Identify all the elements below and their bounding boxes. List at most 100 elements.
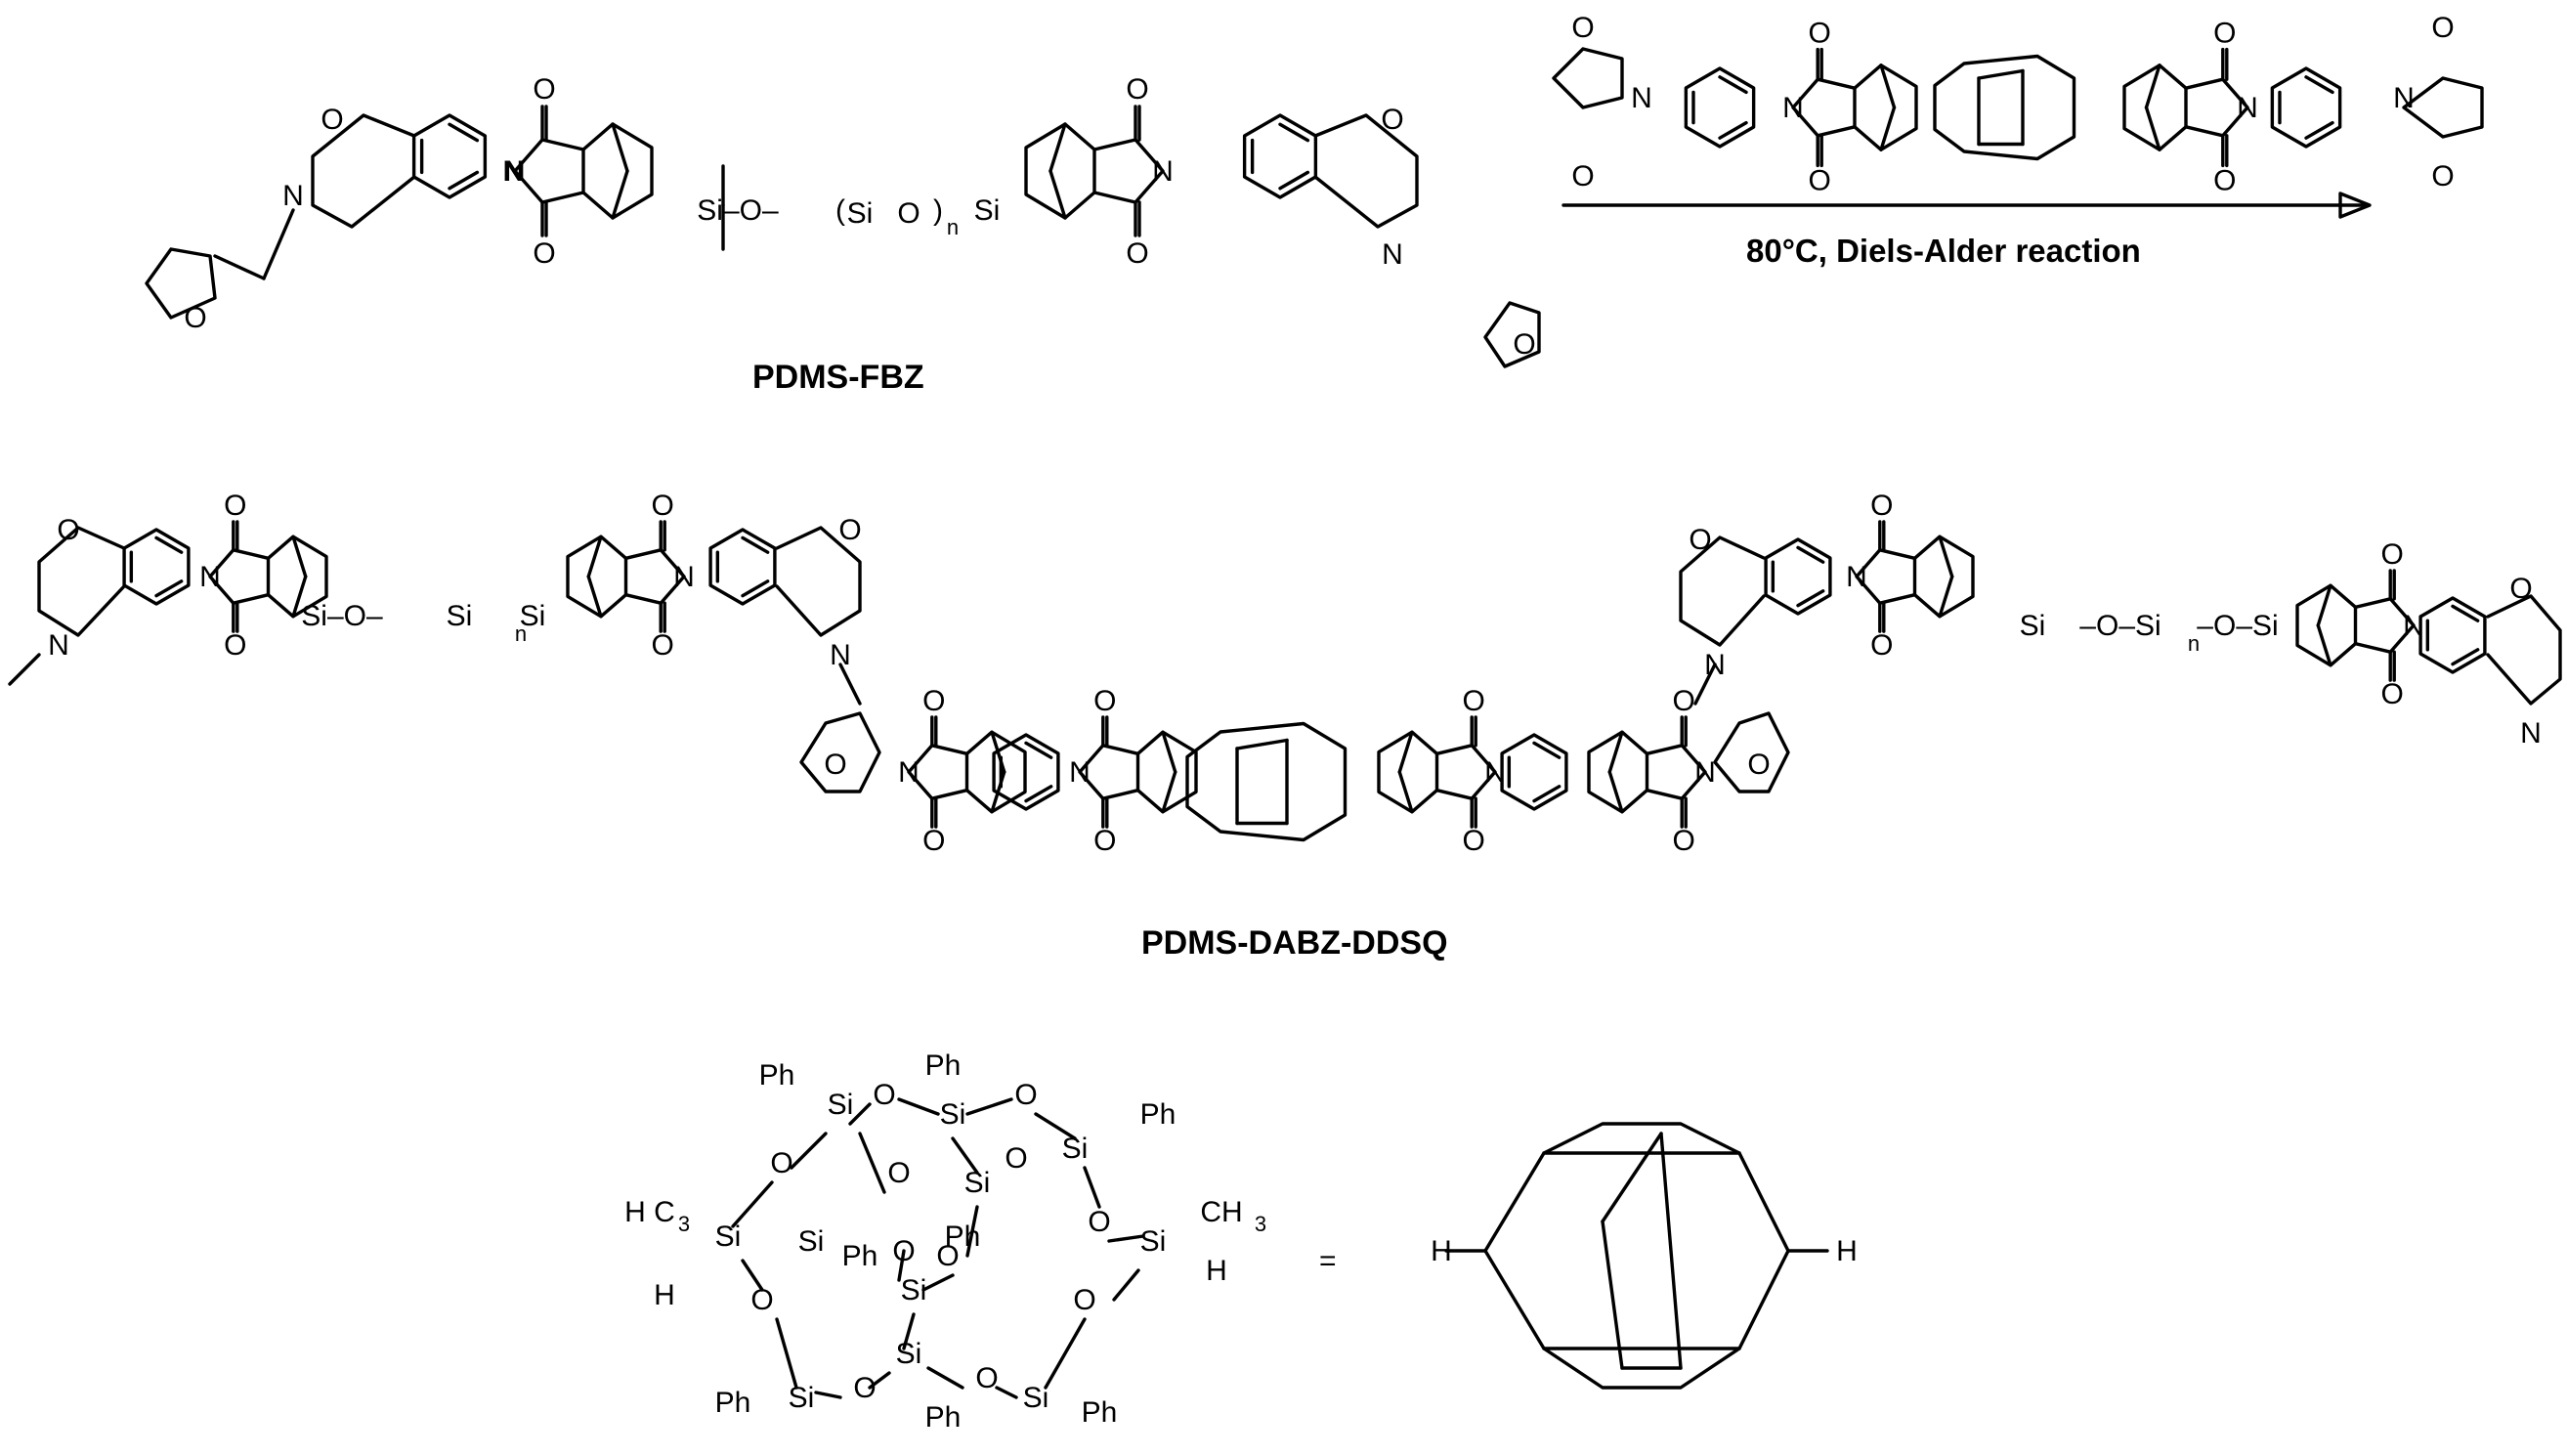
ddsq-bond-16 <box>951 1136 979 1175</box>
p-left-imide2-norbornane <box>566 535 628 619</box>
fbz-left-furan <box>145 247 217 320</box>
p-left-imide1-n: N <box>199 561 221 593</box>
ddsq-bond-1 <box>897 1097 940 1116</box>
fbz-left-imide <box>540 191 585 204</box>
p-center-imide2-norbornane <box>1135 730 1198 814</box>
p-right-imide2 <box>2353 642 2392 654</box>
p-center-imide2-imide <box>1078 744 1105 800</box>
p-oxanorbornene-right <box>1713 711 1790 793</box>
p-right-imide1-norbornane <box>1912 535 1975 619</box>
pdms-fbz-label: PDMS-FBZ <box>752 359 924 396</box>
fbz-right-imide-bridge <box>1048 122 1067 173</box>
p-center-imide2-bridge <box>1161 730 1177 774</box>
fbz-right-benzene-double <box>1278 170 1310 191</box>
fbz-left-benzene <box>411 113 488 199</box>
fbz-right-furan <box>1483 301 1541 368</box>
p-n4: N <box>2520 717 2542 749</box>
reaction-arrowhead <box>2338 192 2372 219</box>
fbz-right-imide-bridge <box>1048 169 1067 220</box>
p-bridge-o: O <box>824 749 846 781</box>
pdms-dabz-ddsq-label: PDMS-DABZ-DDSQ <box>1141 924 1448 962</box>
p-left-benzene-double <box>154 535 184 554</box>
fbz-paren: ( <box>835 194 845 227</box>
p-center-benzene1-double <box>1024 741 1053 759</box>
fbz-left-imide-imide <box>513 138 544 204</box>
abbr-cage-outline <box>1483 1122 1790 1390</box>
p-right-imide1 <box>1878 548 1917 560</box>
bmi-n1: N <box>1631 82 1652 114</box>
p-right-imide1-bridge <box>1938 575 1954 619</box>
bmi-right-imide <box>2184 125 2225 138</box>
p-left-benzene2-double <box>741 535 770 554</box>
ddsq-o-2: O <box>1005 1142 1027 1175</box>
ddsq-bond-7 <box>1044 1317 1087 1390</box>
fbz-right-imide-o: O <box>1126 237 1148 270</box>
p-left-imide1-imide <box>208 548 235 605</box>
p-center-imide1-norbornane <box>964 730 1027 814</box>
ddsq-bond-8 <box>995 1386 1018 1399</box>
ddsq-ch3-c: C <box>654 1196 675 1228</box>
bmi-right-imide-norbornane <box>2122 64 2188 151</box>
p-right-benzene1-double <box>1796 545 1825 564</box>
p-left-imide1-bridge <box>291 575 308 619</box>
p-right-imide1-n: N <box>1846 561 1867 593</box>
fbz-left-imide-o: O <box>533 237 555 270</box>
ddsq-bond-4 <box>1083 1166 1101 1209</box>
bmi-left-imide <box>1816 125 1857 138</box>
fbz-n3: N <box>1382 238 1403 271</box>
p-center-imide4-norbornane <box>1587 730 1649 814</box>
p-left-imide1-o: O <box>224 490 246 522</box>
ddsq-o-3: O <box>1088 1206 1110 1238</box>
ddsq-bond-15 <box>790 1132 828 1170</box>
fbz-left-imide-bridge <box>611 169 629 220</box>
fbz-right-benzene <box>1242 113 1318 199</box>
p-center-imide4 <box>1645 789 1684 800</box>
bmi-o4: O <box>2431 160 2454 193</box>
p-right-benzene2-double <box>2451 604 2480 622</box>
ddsq-bond-19 <box>902 1312 916 1350</box>
ddsq-bond-0 <box>848 1102 872 1126</box>
fbz-right-imide <box>1092 138 1137 151</box>
p-left-oxazine2 <box>775 526 862 637</box>
p-left-benzene-double <box>154 579 184 598</box>
p-right-imide2 <box>2353 597 2392 609</box>
p-left-imide2-bridge <box>586 535 603 578</box>
bmi-left-benzene-double <box>1718 75 1748 95</box>
ddsq-bond-5 <box>1107 1234 1145 1243</box>
bmi-right-maleimide <box>2402 76 2484 139</box>
bmi-o1: O <box>1571 12 1594 44</box>
ddsq-ch3-sub2: 3 <box>1255 1212 1266 1236</box>
p-left-imide2-n: N <box>673 561 695 593</box>
ddsq-o-6: O <box>936 1240 959 1272</box>
p-si2: Si <box>447 600 473 632</box>
ddsq-ph-2: Ph <box>1140 1098 1177 1131</box>
equals-sign: = <box>1319 1245 1337 1277</box>
fbz-si2: Si <box>847 197 874 230</box>
ddsq-si-4: Si <box>1140 1225 1167 1258</box>
fbz-ch2 <box>213 254 266 280</box>
fbz-left-benzene-double <box>448 170 480 191</box>
ddsq-bond-2 <box>965 1097 1013 1116</box>
bmi-right-benzene-double <box>2304 120 2334 140</box>
ddsq-o-9: O <box>975 1362 998 1394</box>
p-right-imide1 <box>1878 593 1917 605</box>
fbz-left-imide-n: N <box>504 155 526 188</box>
p-center-imide1-o: O <box>922 685 945 717</box>
p-center-imide4 <box>1645 744 1684 755</box>
bmi-right-imide-imide <box>2221 77 2249 138</box>
fbz-furan-o2: O <box>1513 328 1535 361</box>
bmi-left-imide-n: N <box>1782 92 1804 124</box>
bmi-left-imide-o: O <box>1809 165 1831 197</box>
abbr-cage-edge <box>1601 1220 1624 1370</box>
abbr-cage-edge <box>1601 1132 1663 1223</box>
p-left-imide2 <box>623 548 663 560</box>
p-center-imide3 <box>1434 789 1474 800</box>
ddsq-ch3-right: CH <box>1200 1196 1242 1228</box>
p-center-imide3-bridge <box>1397 730 1414 774</box>
bmi-left-imide-bridge <box>1879 64 1897 109</box>
bmi-left-imide-o: O <box>1809 17 1831 49</box>
p-right-oxazine1 <box>1679 535 1766 647</box>
p-right-imide2-o: O <box>2381 678 2404 710</box>
fbz-right-imide-n: N <box>1152 155 1174 188</box>
